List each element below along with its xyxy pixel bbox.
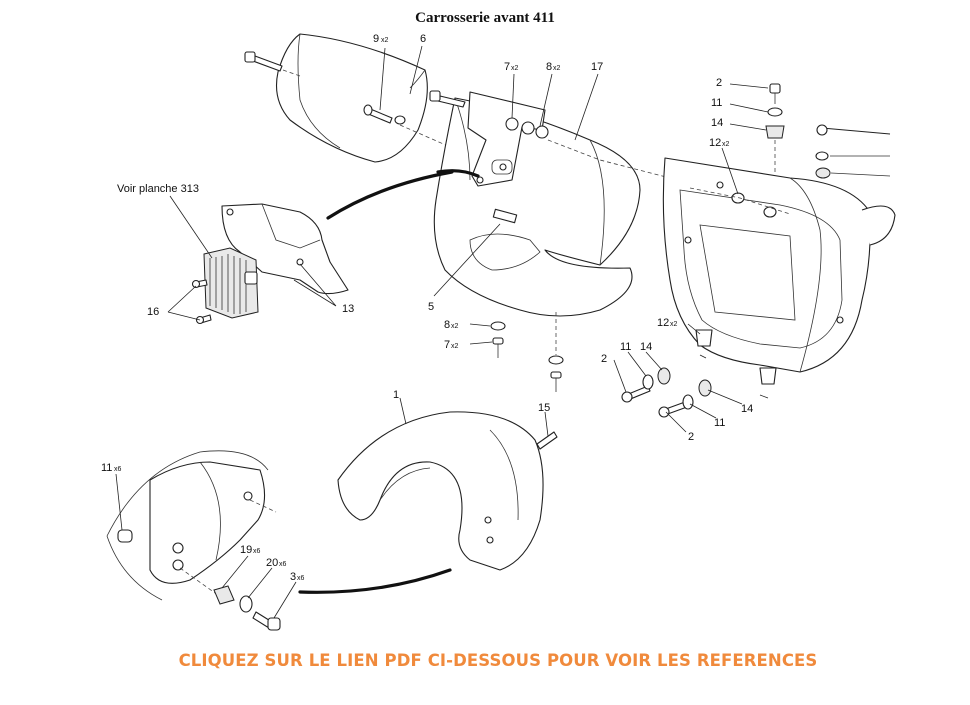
leader-lines bbox=[115, 45, 769, 619]
screws-part-2-column-right bbox=[815, 124, 891, 179]
washer-part-11-lower-a bbox=[642, 374, 654, 390]
label-part-8-mid: 8 bbox=[444, 319, 450, 331]
spacer-part-19 bbox=[213, 585, 235, 605]
label-part-16: 16 bbox=[147, 306, 159, 318]
label-part-11-lower-b: 11 bbox=[714, 417, 725, 429]
screw-part-2-lower-a bbox=[621, 385, 651, 403]
label-part-5: 5 bbox=[428, 301, 434, 313]
headlight-subframe bbox=[662, 157, 896, 373]
label-part-11-detail: 11 bbox=[101, 462, 112, 474]
grommet-part-14-lower-b bbox=[698, 379, 712, 397]
heavy-line-left bbox=[326, 170, 454, 220]
label-part-2-lower-a: 2 bbox=[601, 353, 607, 365]
qty-part-9: x2 bbox=[381, 37, 389, 44]
qty-part-7-mid: x2 bbox=[451, 343, 459, 350]
screw-part-2-lower-b bbox=[658, 401, 688, 418]
label-part-7-mid: 7 bbox=[444, 339, 450, 351]
qty-part-20: x6 bbox=[279, 561, 287, 568]
washer-part-8-mid bbox=[490, 321, 506, 331]
label-part-20: 20 bbox=[266, 557, 278, 569]
qty-part-7-top: x2 bbox=[511, 65, 519, 72]
spacer-part-12-lower-b bbox=[759, 367, 777, 385]
label-part-14-lower-b: 14 bbox=[741, 403, 753, 415]
screw-part-7-mid bbox=[492, 337, 504, 358]
pdf-link-cta[interactable]: CLIQUEZ SUR LE LIEN PDF CI-DESSOUS POUR … bbox=[178, 651, 818, 670]
windscreen-part-6 bbox=[275, 33, 428, 163]
mounting-bracket-part-13 bbox=[221, 203, 349, 295]
reference-voir-planche: Voir planche 313 bbox=[117, 183, 199, 195]
grommet-part-14-lower-a bbox=[657, 367, 671, 385]
label-part-12-lower: 12 bbox=[657, 317, 669, 329]
label-part-11-top: 11 bbox=[711, 97, 722, 109]
washer-part-11-top bbox=[767, 107, 783, 117]
label-part-6: 6 bbox=[420, 33, 426, 45]
washer-part-11-lower-b bbox=[682, 394, 694, 410]
label-part-1: 1 bbox=[393, 389, 399, 401]
bracket-plate bbox=[467, 91, 546, 187]
label-part-2-top: 2 bbox=[716, 77, 722, 89]
qty-part-8-top: x2 bbox=[553, 65, 561, 72]
qty-part-12-lower: x2 bbox=[670, 321, 678, 328]
label-part-15: 15 bbox=[538, 402, 550, 414]
label-part-12-top: 12 bbox=[709, 137, 721, 149]
label-part-3: 3 bbox=[290, 571, 296, 583]
grommet-part-14-top bbox=[765, 125, 785, 139]
qty-part-3: x6 bbox=[297, 575, 305, 582]
washer-part-20 bbox=[239, 595, 253, 613]
qty-part-11-detail: x6 bbox=[114, 466, 122, 473]
label-part-17: 17 bbox=[591, 61, 603, 73]
screw-left-windscreen bbox=[244, 51, 283, 72]
label-part-7-top: 7 bbox=[504, 61, 510, 73]
qty-part-19: x6 bbox=[253, 548, 261, 555]
voltage-regulator bbox=[203, 247, 259, 319]
heavy-line-fairing bbox=[436, 169, 480, 178]
screw-part-9 bbox=[363, 104, 393, 124]
label-part-14-lower-a: 14 bbox=[640, 341, 652, 353]
fasteners-part-7-8-upper bbox=[505, 117, 549, 139]
stack-under-fairing bbox=[548, 355, 564, 392]
label-part-19: 19 bbox=[240, 544, 252, 556]
label-part-8-top: 8 bbox=[546, 61, 552, 73]
screw-part-2-top bbox=[769, 83, 781, 104]
heavy-line-bottom bbox=[298, 568, 452, 594]
qty-part-8-mid: x2 bbox=[451, 323, 459, 330]
label-part-2-lower-b: 2 bbox=[688, 431, 694, 443]
front-mudguard-part-1 bbox=[337, 411, 544, 571]
fitting-part-15 bbox=[536, 431, 558, 450]
detail-magnified-view bbox=[106, 450, 269, 601]
label-part-13: 13 bbox=[342, 303, 354, 315]
diagram-title: Carrosserie avant 411 bbox=[415, 10, 555, 26]
label-part-11-lower-a: 11 bbox=[620, 341, 631, 353]
label-part-14-top: 14 bbox=[711, 117, 723, 129]
screw-upper-bracket bbox=[429, 90, 466, 108]
decal-part-5 bbox=[492, 208, 518, 224]
label-part-9: 9 bbox=[373, 33, 379, 45]
screws-part-16 bbox=[191, 279, 212, 325]
qty-part-12-top: x2 bbox=[722, 141, 730, 148]
